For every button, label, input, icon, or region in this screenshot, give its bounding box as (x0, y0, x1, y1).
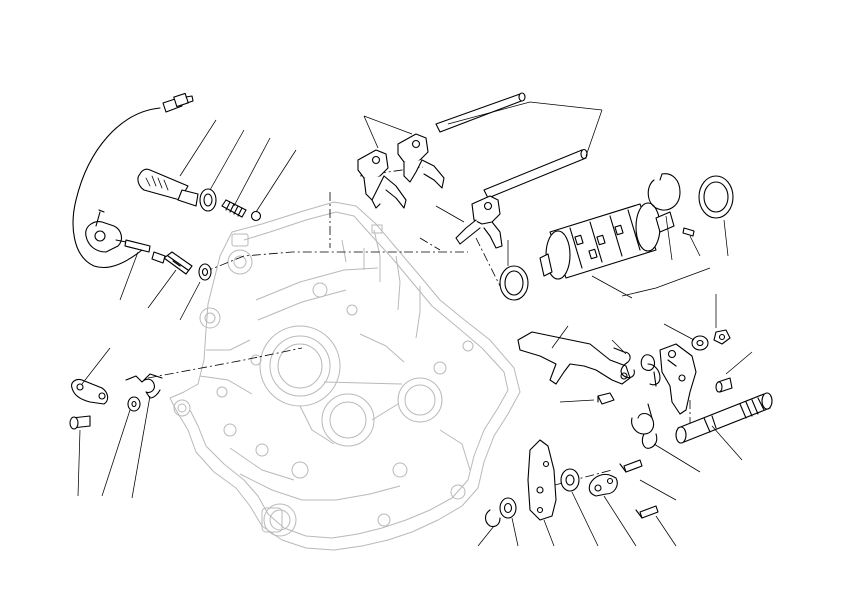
circlip-lower (484, 509, 501, 528)
lever-left (71, 378, 109, 405)
selector-shaft (675, 392, 773, 444)
shift-fork-middle (455, 195, 503, 249)
selector-bolt-right (715, 377, 733, 393)
selector-washer-lower (560, 468, 580, 492)
detent-spring (221, 199, 247, 218)
detent-ball (250, 210, 262, 222)
neutral-sender-bracket (85, 209, 127, 253)
selector-screw-lower (635, 505, 659, 519)
spring-left (125, 373, 163, 399)
fork-shaft-upper (435, 92, 526, 133)
selector-nut (713, 329, 731, 345)
selector-springs (613, 347, 661, 387)
circlip-upper (647, 173, 681, 211)
shift-drum-bearing (499, 265, 529, 301)
selector-link-lower (588, 473, 618, 497)
selector-screw-small (597, 392, 615, 405)
drum-pin (682, 227, 695, 237)
washer-lower (499, 497, 517, 519)
selector-washer-small (691, 335, 709, 351)
selector-screw-lower-right (619, 459, 643, 473)
shift-drum (539, 202, 675, 280)
neutral-sender-wire (72, 92, 194, 268)
selector-plate-lower (527, 439, 557, 521)
detent-plug (137, 168, 199, 207)
leader-lines (77, 101, 753, 547)
fork-shaft-lower (483, 148, 588, 199)
neutral-switch (151, 251, 193, 275)
washer-left (127, 396, 141, 412)
selector-spring-right (631, 403, 658, 449)
selector-pawl-plate (517, 331, 631, 385)
shift-fork-right (397, 133, 445, 189)
bolt-left (69, 415, 91, 430)
sealing-washer (198, 263, 212, 281)
selector-arm (659, 343, 697, 415)
shift-fork-left (357, 149, 407, 209)
crankcase-half (169, 201, 521, 551)
detent-washer (199, 188, 217, 212)
drum-ring-right (698, 175, 734, 219)
neutral-switch-pin (124, 239, 151, 253)
